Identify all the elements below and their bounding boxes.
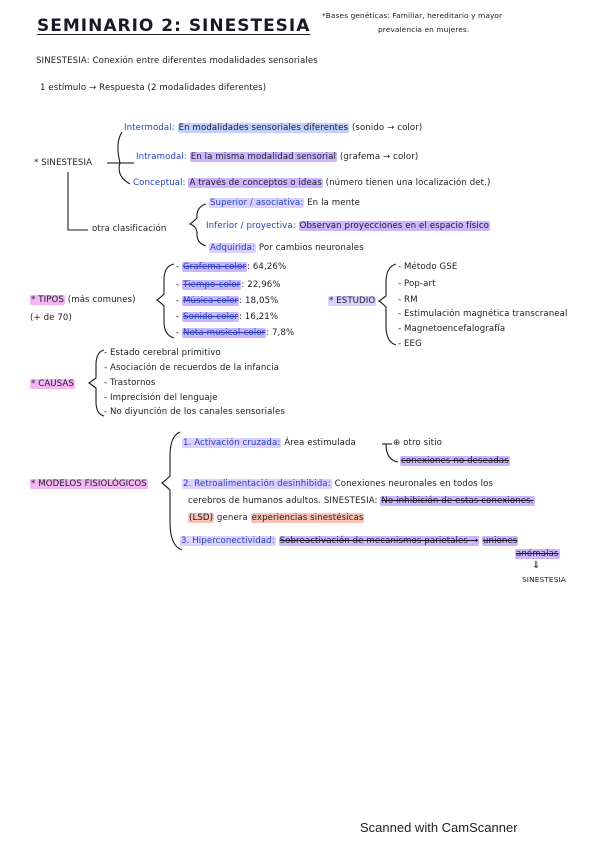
- types-count: (+ de 70): [30, 313, 72, 323]
- model-3-anomalous: anómalas: [515, 549, 560, 559]
- type-item: - Tiempo-color: 22,96%: [176, 280, 281, 290]
- model-1-text: Área estimulada: [284, 438, 356, 448]
- model-3-result: SINESTESIA: [522, 575, 566, 584]
- superior-row: Superior / asociativa: En la mente: [209, 198, 360, 208]
- intramodal-row: Intramodal: En la misma modalidad sensor…: [136, 152, 418, 162]
- conceptual-row: Conceptual: A través de conceptos o idea…: [133, 178, 490, 188]
- study-item: - Método GSE: [398, 262, 458, 272]
- study-item: - Estimulación magnética transcraneal: [398, 309, 568, 319]
- conceptual-example: (número tienen una localización det.): [325, 178, 491, 188]
- type-item: - Nota musical-color: 7,8%: [176, 328, 295, 338]
- superior-label: Superior / asociativa:: [209, 198, 305, 208]
- branch-other: [67, 172, 88, 231]
- causes-label: * CAUSAS: [30, 379, 75, 389]
- study-item: - EEG: [398, 339, 422, 349]
- model-2-text: Conexiones neuronales en todos los: [334, 479, 494, 489]
- model-2-row-3: (LSD) genera experiencias sinestésicas: [188, 513, 365, 523]
- model-3-label: 3. Hiperconectividad:: [180, 536, 276, 546]
- type-item: - Grafema-color: 64,26%: [176, 262, 287, 272]
- intermodal-label: Intermodal:: [124, 123, 175, 133]
- study-item: - Magnetoencefalografía: [398, 324, 506, 334]
- model-1-result: ⊕ otro sitio: [393, 438, 442, 448]
- branch-inter: [117, 131, 123, 164]
- intramodal-label: Intramodal:: [136, 152, 187, 162]
- intramodal-text: En la misma modalidad sensorial: [189, 152, 337, 162]
- definition-line-1: SINESTESIA: Conexión entre diferentes mo…: [36, 56, 318, 66]
- genetics-note-2: prevalencia en mujeres.: [378, 25, 470, 34]
- model-1-row: 1. Activación cruzada: Área estimulada: [182, 438, 356, 448]
- definition-line-2: 1 estímulo → Respuesta (2 modalidades di…: [40, 83, 267, 93]
- type-item: - Música-color: 18,05%: [176, 296, 279, 306]
- conceptual-text: A través de conceptos o ideas: [188, 178, 323, 188]
- conceptual-label: Conceptual:: [133, 178, 186, 188]
- model-2-row-2: cerebros de humanos adultos. SINESTESIA:…: [188, 496, 535, 506]
- acquired-text: Por cambios neuronales: [258, 243, 364, 253]
- down-arrow-icon: ⇓: [532, 560, 541, 571]
- study-bracket: [378, 263, 397, 346]
- types-bracket: [156, 263, 175, 339]
- root-label: * SINESTESIA: [34, 158, 93, 168]
- study-label: * ESTUDIO: [328, 296, 377, 306]
- cause-item: - Imprecisión del lenguaje: [104, 393, 218, 403]
- intramodal-example: (grafema → color): [339, 152, 419, 162]
- model-1-consequence: conexiones no deseadas: [400, 456, 510, 466]
- cause-item: - Trastornos: [104, 378, 156, 388]
- model-1-label: 1. Activación cruzada:: [182, 438, 282, 448]
- inferior-row: Inferior / proyectiva: Observan proyecci…: [206, 221, 491, 231]
- causes-bracket: [88, 349, 105, 417]
- page-title: SEMINARIO 2: SINESTESIA: [37, 16, 311, 36]
- model-3-text: Sobreactivación de mecanismos parietales…: [278, 536, 480, 546]
- inferior-text: Observan proyecciones en el espacio físi…: [298, 221, 491, 231]
- model-2-row: 2. Retroalimentación desinhibida: Conexi…: [182, 479, 493, 489]
- type-item: - Sonido-color: 16,21%: [176, 312, 279, 322]
- intermodal-text: En modalidades sensoriales diferentes: [177, 123, 350, 133]
- other-classification-label: otra clasificación: [92, 224, 167, 234]
- acquired-row: Adquirida: Por cambios neuronales: [209, 243, 364, 253]
- intermodal-row: Intermodal: En modalidades sensoriales d…: [124, 123, 422, 133]
- m1-arrow-b: [385, 443, 399, 463]
- other-bracket: [188, 203, 207, 247]
- branch-concept: [118, 162, 131, 185]
- types-heading: * TIPOS (más comunes): [30, 295, 136, 305]
- superior-text: En la mente: [307, 198, 361, 208]
- intermodal-example: (sonido → color): [351, 123, 423, 133]
- cause-item: - Asociación de recuerdos de la infancia: [104, 363, 280, 373]
- inferior-label: Inferior / proyectiva:: [206, 221, 296, 231]
- types-note: (más comunes): [67, 295, 136, 305]
- model-3-row: 3. Hiperconectividad: Sobreactivación de…: [180, 536, 519, 546]
- model-2-label: 2. Retroalimentación desinhibida:: [182, 479, 332, 489]
- cause-item: - Estado cerebral primitivo: [104, 348, 221, 358]
- models-bracket: [161, 431, 183, 551]
- cause-item: - No diyunción de los canales sensoriale…: [104, 407, 285, 417]
- study-item: - RM: [398, 295, 418, 305]
- models-label: * MODELOS FISIOLÓGICOS: [30, 479, 148, 489]
- genetics-note-1: *Bases genéticas: Familiar, hereditario …: [322, 11, 503, 20]
- study-item: - Pop-art: [398, 279, 436, 289]
- acquired-label: Adquirida:: [209, 243, 257, 253]
- scanner-watermark: Scanned with CamScanner: [360, 820, 518, 835]
- types-label: * TIPOS: [30, 295, 65, 305]
